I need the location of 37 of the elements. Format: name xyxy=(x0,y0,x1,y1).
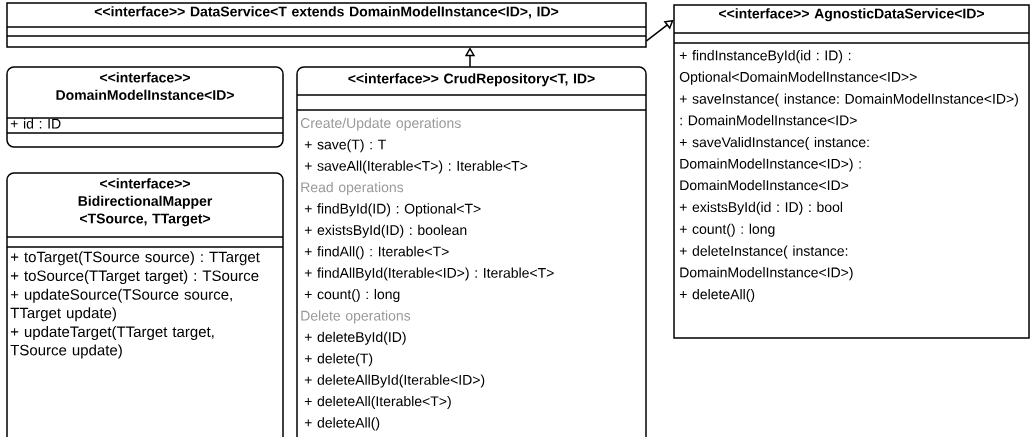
method-signature: + existsById(id : ID) : bool xyxy=(679,201,843,215)
method-signature: + existsById(ID) : boolean xyxy=(304,224,467,238)
method-signature: + findById(ID) : Optional<T> xyxy=(304,203,481,217)
method-signature: + saveAll(Iterable<T>) : Iterable<T> xyxy=(304,160,528,174)
class-name: <<interface>> DataService<T extends DomainModelInstance<ID>, ID> xyxy=(94,6,559,19)
method-signature: + count() : long xyxy=(304,288,400,302)
method-signature: + findInstanceById(id : ID) : Optional<DomainModelInstance<ID>> xyxy=(679,50,917,85)
class-name: <<interface>> BidirectionalMapper <TSource, TTarget> xyxy=(78,178,213,227)
class-name: <<interface>> DomainModelInstance<ID> xyxy=(56,72,234,100)
class-name: <<interface>> CrudRepository<T, ID> xyxy=(348,73,595,87)
method-signature: + toSource(TTarget target) : TSource xyxy=(10,270,259,284)
method-signature: + saveInstance( instance: DomainModelInstance<ID>) : DomainModelInstance<ID> xyxy=(679,93,1018,126)
class-box xyxy=(296,66,647,438)
method-signature: + deleteAll() xyxy=(304,417,380,431)
class-box xyxy=(6,2,647,48)
method-signature: + findAll() : Iterable<T> xyxy=(304,246,449,260)
method-signature: + count() : long xyxy=(679,223,775,237)
method-signature: + deleteAll() xyxy=(679,289,755,303)
method-signature: + deleteInstance( instance: DomainModelInstance<ID>) xyxy=(679,245,853,281)
section-heading: Delete operations xyxy=(301,310,411,324)
method-signature: + deleteById(ID) xyxy=(304,331,406,345)
method-signature: + save(T) : T xyxy=(304,139,386,153)
method-signature: + updateTarget(TTarget target, TSource update) xyxy=(10,326,214,359)
method-signature: + saveValidInstance( instance: DomainModelInstance<ID>) : DomainModelInstance<ID> xyxy=(679,136,869,191)
method-signature: + updateSource(TSource source, TTarget update) xyxy=(10,288,232,322)
method-signature: + deleteAll(Iterable<T>) xyxy=(304,395,451,409)
method-signature: + delete(T) xyxy=(304,353,373,367)
method-signature: + deleteAllById(Iterable<ID>) xyxy=(304,374,485,388)
class-name: <<interface>> AgnosticDataService<ID> xyxy=(719,8,984,22)
method-signature: + toTarget(TSource source) : TTarget xyxy=(10,251,260,266)
method-signature: + findAllById(Iterable<ID>) : Iterable<T> xyxy=(304,267,554,281)
attribute: + id : ID xyxy=(10,118,61,129)
class-box xyxy=(6,172,284,438)
class-box xyxy=(6,66,284,148)
section-heading: Create/Update operations xyxy=(300,117,461,131)
class-box xyxy=(673,4,1030,339)
section-heading: Read operations xyxy=(301,181,404,195)
